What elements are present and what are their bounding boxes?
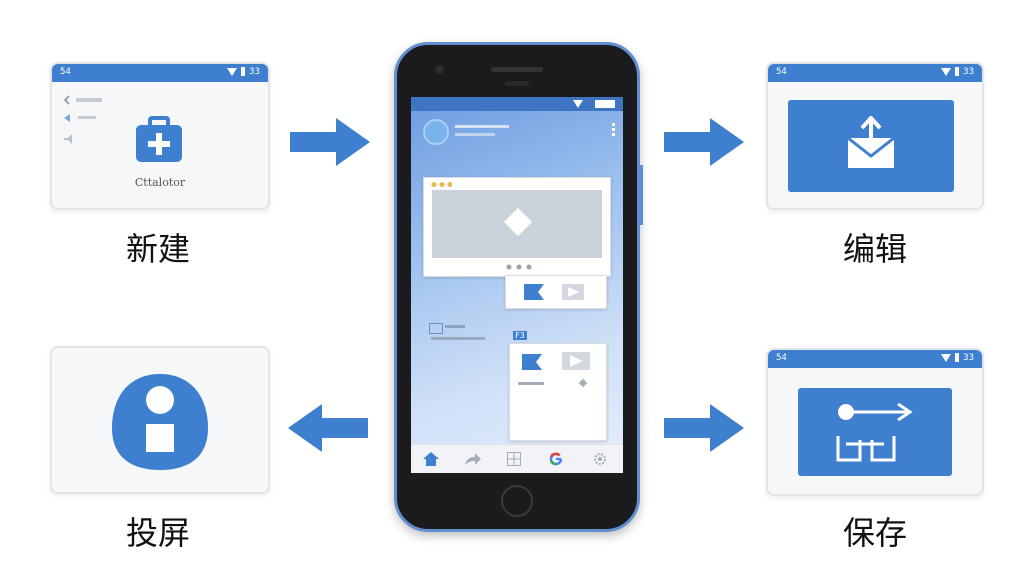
battery-icon <box>955 67 960 76</box>
phone-screen[interactable]: F3 <box>411 97 623 473</box>
tag-icon <box>64 114 70 122</box>
front-camera <box>435 65 444 74</box>
arrow-right-icon <box>290 118 370 166</box>
smartphone: F3 <box>394 42 643 532</box>
status-bar: 54 33 <box>768 64 982 82</box>
play-icon <box>562 352 590 370</box>
list-item-bar <box>445 325 465 328</box>
status-bar: 54 33 <box>52 64 268 82</box>
mini-badge: F3 <box>513 331 527 340</box>
bottom-nav <box>411 444 623 473</box>
media-card[interactable] <box>509 343 607 441</box>
back-label-bar <box>76 98 102 102</box>
caption-save: 保存 <box>842 514 907 552</box>
edit-card[interactable]: 54 33 <box>766 62 984 210</box>
battery-icon <box>595 100 615 108</box>
flow-arrow-icon[interactable] <box>824 396 924 468</box>
side-button[interactable] <box>640 165 643 225</box>
cast-card[interactable] <box>50 346 270 494</box>
tag-label-bar <box>78 116 96 119</box>
pager-dots <box>504 264 534 270</box>
flag-icon <box>522 354 542 370</box>
screen-status-bar <box>411 97 623 111</box>
caption-edit: 编辑 <box>842 230 907 268</box>
save-card[interactable]: 54 33 <box>766 348 984 496</box>
title-bar <box>455 125 509 128</box>
list-item-bar <box>431 337 485 340</box>
new-card[interactable]: 54 33 Cttalotor <box>50 62 270 210</box>
medical-kit-plus-icon[interactable] <box>134 116 184 164</box>
signal-icon <box>573 100 583 108</box>
status-right: 33 <box>963 353 974 363</box>
status-left: 54 <box>60 67 71 77</box>
flag-icon <box>524 284 544 300</box>
play-icon <box>562 284 584 300</box>
signal-icon <box>941 67 952 76</box>
subtitle-bar <box>455 133 495 136</box>
status-bar: 54 33 <box>768 350 982 368</box>
more-vert-icon[interactable] <box>612 123 615 137</box>
battery-icon <box>241 67 246 76</box>
image-preview-card[interactable] <box>423 177 611 277</box>
speaker-icon <box>64 134 72 144</box>
status-right: 33 <box>249 67 260 77</box>
caption-new: 新建 <box>125 230 190 268</box>
arrow-right-icon <box>664 404 744 452</box>
settings-icon[interactable] <box>593 452 607 466</box>
media-bar <box>518 382 544 385</box>
grid-icon[interactable] <box>507 452 521 466</box>
status-right: 33 <box>963 67 974 77</box>
media-dot <box>578 378 588 388</box>
status-left: 54 <box>776 353 787 363</box>
home-icon[interactable] <box>423 452 439 466</box>
back-icon <box>63 95 70 105</box>
proximity-sensor <box>505 81 529 86</box>
share-icon[interactable] <box>465 453 481 465</box>
arrow-right-icon <box>664 118 744 166</box>
signal-icon <box>227 67 238 76</box>
envelope-upload-icon[interactable] <box>844 116 900 174</box>
video-card[interactable] <box>505 275 607 309</box>
status-left: 54 <box>776 67 787 77</box>
signal-icon <box>941 353 952 362</box>
lock-icon[interactable] <box>108 370 212 474</box>
earpiece <box>491 67 543 72</box>
arrow-left-icon <box>288 404 368 452</box>
caption-cast: 投屏 <box>125 514 190 552</box>
home-button[interactable] <box>501 485 533 517</box>
avatar[interactable] <box>423 119 449 145</box>
sidebar-icons <box>63 95 102 144</box>
window-dots <box>430 182 452 187</box>
google-icon[interactable] <box>549 452 563 466</box>
card-label: Cttalotor <box>134 176 186 189</box>
list-item-icon <box>429 323 443 334</box>
battery-icon <box>955 353 960 362</box>
